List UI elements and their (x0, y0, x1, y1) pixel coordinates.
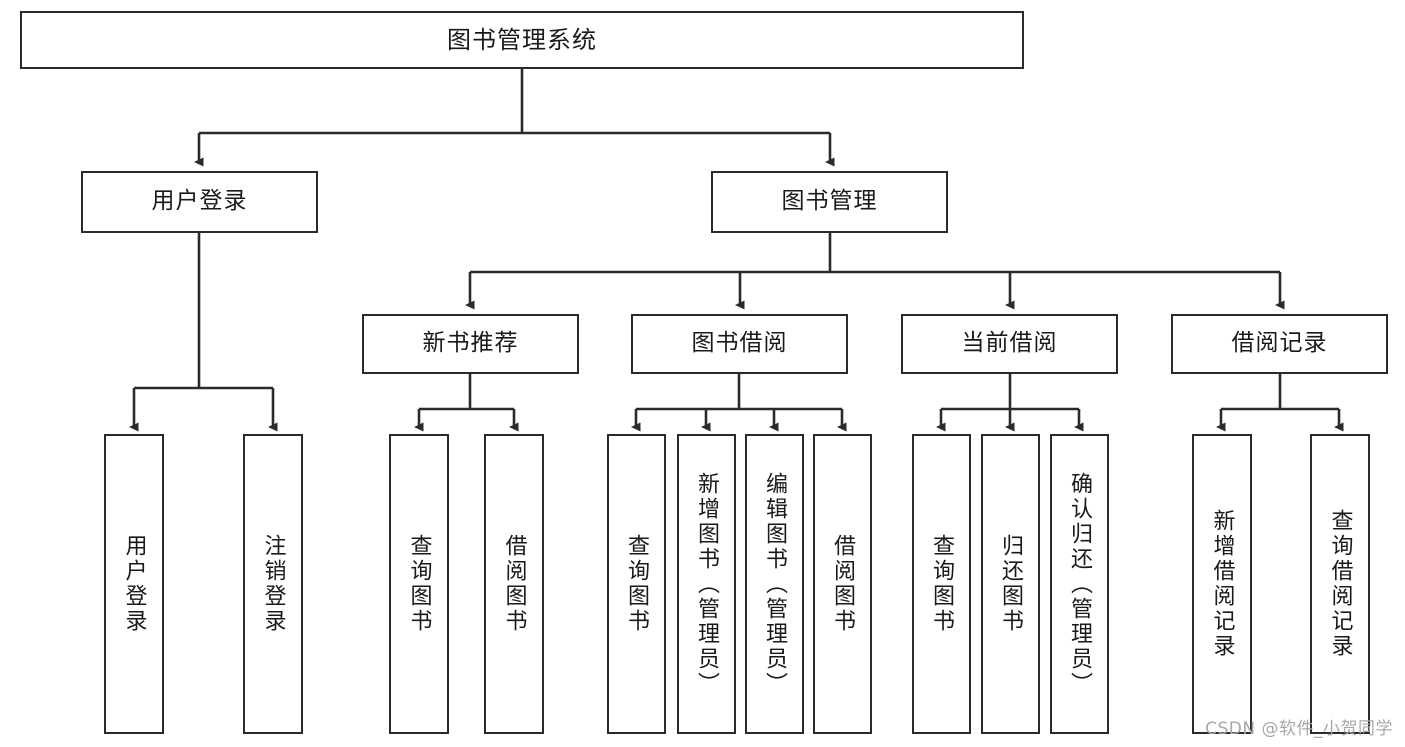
node-label: 确认归还（管理员） (1067, 471, 1093, 697)
node-leaf-query-book-current[interactable]: 查询图书 (912, 434, 971, 734)
node-leaf-edit-book-admin[interactable]: 编辑图书（管理员） (745, 434, 804, 734)
node-label: 用户登录 (151, 188, 248, 215)
node-label: 编辑图书（管理员） (762, 471, 788, 697)
node-leaf-query-book-borrow[interactable]: 查询图书 (607, 434, 666, 734)
node-label: 借阅图书 (830, 534, 856, 634)
node-label: 注销登录 (260, 534, 286, 634)
node-borrow-record[interactable]: 借阅记录 (1171, 314, 1388, 374)
node-leaf-borrow-book-recommend[interactable]: 借阅图书 (484, 434, 544, 734)
node-leaf-add-book-admin[interactable]: 新增图书（管理员） (677, 434, 736, 734)
node-leaf-user-login[interactable]: 用户登录 (104, 434, 164, 734)
node-leaf-logout-login[interactable]: 注销登录 (243, 434, 303, 734)
node-label: 借阅记录 (1231, 330, 1328, 357)
node-leaf-borrow-book[interactable]: 借阅图书 (813, 434, 872, 734)
node-label: 查询借阅记录 (1327, 509, 1353, 659)
node-label: 图书借阅 (691, 330, 788, 357)
node-label: 查询图书 (624, 534, 650, 634)
node-leaf-confirm-return-admin[interactable]: 确认归还（管理员） (1050, 434, 1109, 734)
node-leaf-query-book-recommend[interactable]: 查询图书 (389, 434, 449, 734)
node-root-system[interactable]: 图书管理系统 (20, 11, 1024, 69)
node-leaf-add-borrow-record[interactable]: 新增借阅记录 (1192, 434, 1252, 734)
node-new-book-recommend[interactable]: 新书推荐 (362, 314, 579, 374)
node-label: 新书推荐 (422, 330, 519, 357)
node-label: 借阅图书 (501, 534, 527, 634)
node-label: 查询图书 (406, 534, 432, 634)
node-label: 归还图书 (998, 534, 1024, 634)
node-user-login[interactable]: 用户登录 (81, 171, 318, 233)
node-book-management[interactable]: 图书管理 (711, 171, 948, 233)
node-label: 用户登录 (121, 534, 147, 634)
node-label: 图书管理系统 (447, 25, 597, 54)
node-book-borrow[interactable]: 图书借阅 (631, 314, 848, 374)
node-label: 查询图书 (929, 534, 955, 634)
node-leaf-return-book[interactable]: 归还图书 (981, 434, 1040, 734)
node-label: 图书管理 (781, 188, 878, 215)
node-current-borrow[interactable]: 当前借阅 (901, 314, 1118, 374)
node-label: 新增图书（管理员） (694, 471, 720, 697)
node-label: 新增借阅记录 (1209, 509, 1235, 659)
node-leaf-query-borrow-record[interactable]: 查询借阅记录 (1310, 434, 1370, 734)
watermark-text: CSDN @软件_小贺同学 (1205, 719, 1393, 739)
node-label: 当前借阅 (961, 330, 1058, 357)
